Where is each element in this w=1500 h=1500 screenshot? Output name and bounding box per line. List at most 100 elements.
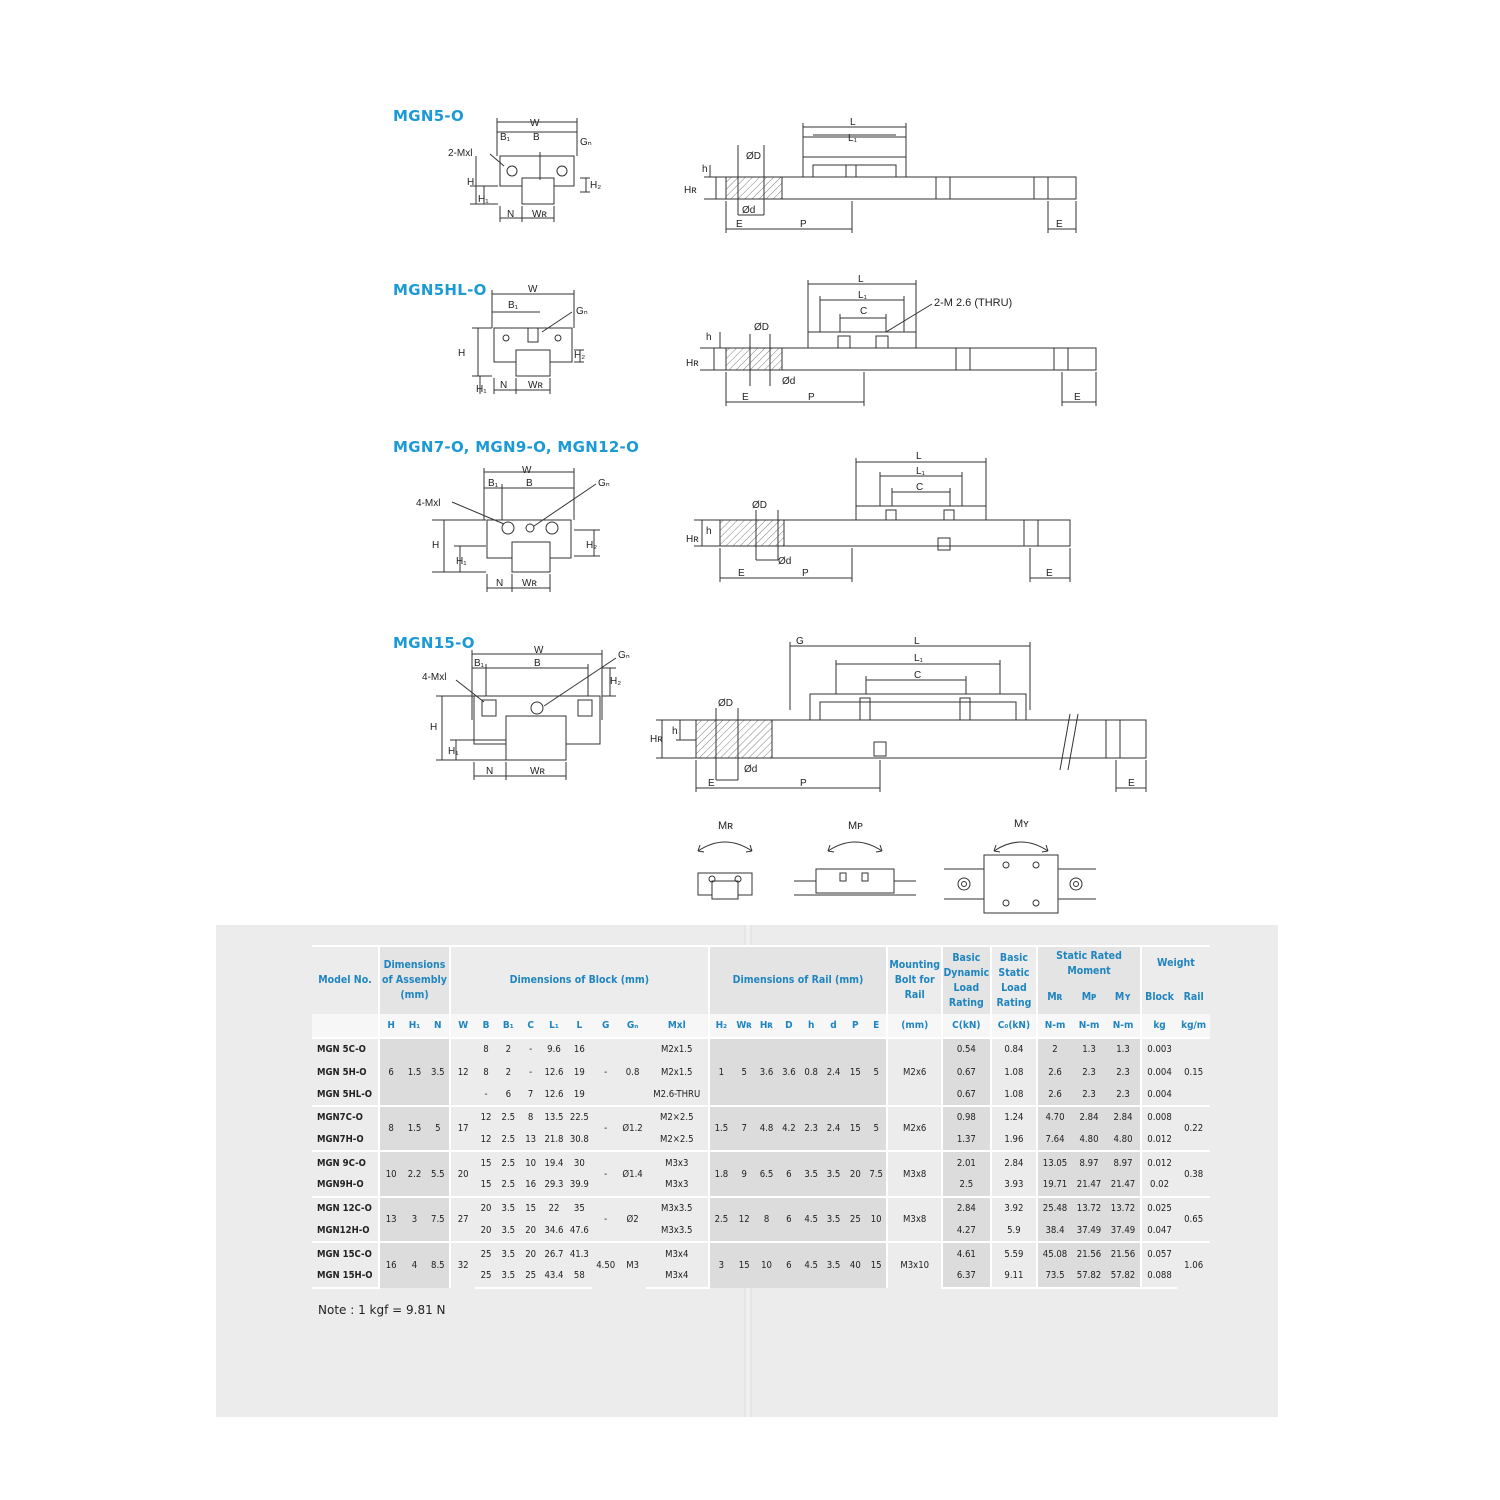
table-cell: 15 [480,1179,492,1191]
table-cell: 30.8 [569,1134,589,1146]
table-cell: 57.82 [1106,1264,1141,1289]
unit-header: (mm) [886,1014,943,1038]
table-cell: 3.5 [501,1224,516,1236]
table-cell: 7 [527,1088,534,1100]
table-cell: 38.4 [1036,1219,1072,1243]
table-cell: Ø2 [619,1195,646,1243]
table-cell: 29.3 [544,1179,564,1191]
table-cell: 73.5 [1036,1264,1072,1289]
table-cell: 25 [475,1241,497,1265]
label-n: N [486,766,493,777]
table-cell: 7.5 [866,1150,888,1197]
table-cell: 15 [733,1241,756,1288]
table-cell: 5 [866,1036,888,1107]
table-cell: 25 [844,1195,866,1243]
table-cell: M3x8 [886,1150,943,1197]
table-cell: M2×2.5 [659,1134,694,1146]
table-cell: 3.5 [496,1195,520,1220]
label-wr: Wʀ [530,766,545,777]
label-h2: H₂ [586,540,597,551]
table-cell: 34.6 [544,1224,564,1236]
table-cell: 17 [448,1105,476,1152]
table-cell: MGN 15H-O [312,1264,379,1289]
unit-header: Gₙ [619,1014,646,1038]
table-cell: 4 [402,1241,427,1288]
unit-header: N-m [1106,1014,1141,1038]
table-cell: 6 [505,1088,512,1100]
table-cell: 4.2 [777,1105,801,1152]
unit-header: G [592,1014,620,1038]
table-cell: 10 [866,1195,888,1243]
table-cell: 2.84 [1106,1105,1141,1129]
spec-table: Model No. Dimensions of Assembly (mm) Di… [312,945,1210,1289]
label-e: E [738,568,745,579]
table-cell: 2.6 [1036,1083,1072,1107]
table-cell: 8 [377,1105,403,1152]
table-cell: M2×2.5 [645,1105,709,1129]
table-cell: 10 [755,1241,778,1288]
table-cell: M2.6-THRU [653,1088,701,1100]
table-cell: 1 [707,1036,734,1107]
label-4-mxl: 4-Mxl [422,672,446,683]
table-cell: 8.5 [426,1241,450,1288]
label-h-small: h [706,526,712,537]
table-cell: 2 [1036,1037,1072,1061]
table-cell: 5.9 [989,1219,1038,1243]
table-cell: 3 [707,1241,734,1288]
table-cell: 0.003 [1139,1037,1178,1061]
table-cell: MGN 5C-O [312,1037,379,1061]
table-cell: 2 [496,1037,520,1061]
table-cell: 0.38 [1177,1150,1210,1197]
table-cell: 20 [519,1241,542,1265]
series-title-mgn15: MGN15-O [393,634,475,652]
table-cell: 20 [525,1224,537,1236]
mgn15-cross-section: W B₁ B Gₙ 4-Mxl H H₁ H₂ N Wʀ [422,645,630,780]
table-cell: 5 [866,1105,888,1152]
table-cell: M2x6 [886,1105,943,1152]
table-cell: 1.96 [989,1128,1038,1152]
table-cell: 2.3 [1071,1083,1107,1107]
table-cell: MGN7H-O [317,1134,364,1146]
table-cell: 4.5 [800,1241,823,1288]
table-cell: 0.004 [1139,1083,1178,1107]
table-cell: 0.02 [1139,1174,1178,1197]
label-e: E [736,219,743,230]
mgn5hl-side-view: L L₁ C 2-M 2.6 (THRU) ØD h Hʀ Ød E P E [686,274,1097,406]
unit-header: Mxl [645,1014,709,1038]
unit-header: Hʀ [755,1014,778,1038]
table-cell: 1.5 [402,1105,427,1152]
table-cell: 8 [755,1195,778,1243]
table-cell: 1.8 [707,1150,734,1197]
table-cell: 3.5 [822,1241,845,1288]
label-n: N [500,380,507,391]
label-2-m-thru: 2-M 2.6 (THRU) [934,297,1012,309]
unit-header: N [426,1014,450,1038]
table-cell: 21.8 [544,1134,564,1146]
table-cell: MGN 9C-O [312,1150,379,1175]
table-cell: 0.057 [1139,1241,1178,1265]
label-od-large: ØD [754,322,769,333]
label-h1: H₁ [476,384,487,395]
series-title-mgn7-9-12: MGN7-O, MGN9-O, MGN12-O [393,438,640,456]
table-cell: 20 [448,1150,476,1197]
label-p: P [802,568,809,579]
table-cell: 6 [777,1195,801,1243]
table-cell: 16 [566,1037,593,1061]
table-cell: 13 [525,1134,537,1146]
label-hr: Hʀ [650,734,663,745]
table-cell: 8.97 [1071,1150,1107,1175]
moment-mp-diagram: Mᴘ [794,820,916,896]
table-cell: M3x4 [645,1264,709,1289]
label-od-small: Ød [744,764,757,775]
table-cell: M2x1.5 [645,1037,709,1061]
label-c: C [916,482,923,493]
table-cell: 1.24 [989,1105,1038,1129]
table-cell: 9 [733,1150,756,1197]
table-cell: 0.84 [989,1037,1038,1061]
unit-header: W [448,1014,476,1038]
table-cell: 1.5 [402,1036,427,1107]
label-h: H [432,540,439,551]
table-cell: 0.012 [1139,1128,1178,1152]
header-bolt: Mounting Bolt for Rail [886,945,943,1014]
